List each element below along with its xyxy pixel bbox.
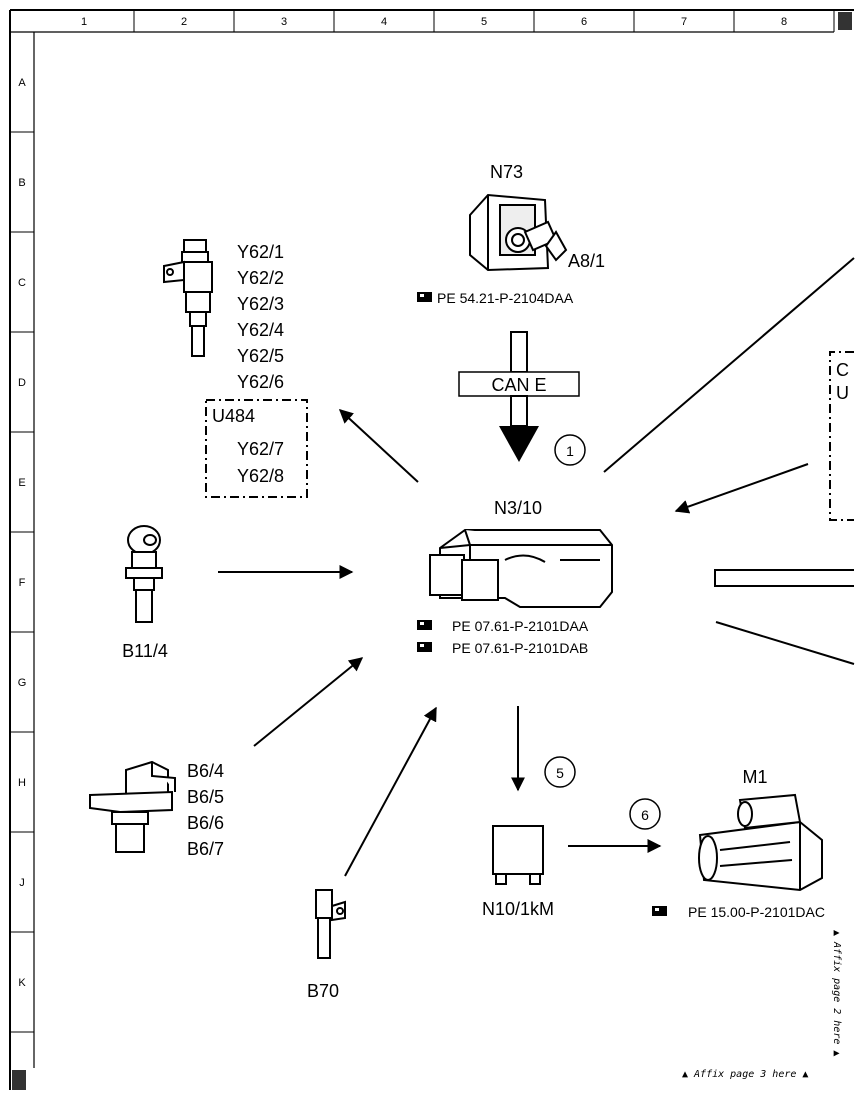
injector-labels: Y62/1 Y62/2 Y62/3 Y62/4 Y62/5 Y62/6: [237, 242, 284, 392]
camshaft-sensor-icon: [89, 760, 176, 853]
bus-bar-to-next-page: [714, 569, 854, 587]
row-label: G: [18, 677, 27, 689]
marker: 1: [554, 434, 586, 466]
row-label: H: [18, 777, 26, 789]
ecu-label: N3/10: [494, 498, 542, 518]
row-label: J: [19, 877, 25, 889]
can-e-box: [458, 371, 580, 397]
b11-4-label: B11/4: [122, 641, 168, 661]
camshaft-sensor-labels: B6/4 B6/5 B6/6 B6/7: [187, 761, 224, 859]
arrow-from-b70: [344, 706, 437, 877]
row-label: C: [18, 277, 26, 289]
reference-icon: [417, 642, 432, 652]
column-labels: 1 2 3 4 5 6 7 8: [81, 16, 787, 28]
corner-mark-icon: [12, 1070, 26, 1090]
arrow-to-injectors: [338, 409, 419, 483]
starter-motor-icon: [698, 793, 823, 892]
col-label: 5: [481, 16, 487, 28]
fuel-injector-icon: [163, 239, 213, 357]
relay-icon: [492, 825, 544, 885]
line-to-next-page: [603, 257, 855, 473]
affix-page-2-note: ▲ Affix page 2 here ▲: [831, 930, 842, 1056]
reference-icon: [652, 906, 667, 916]
row-label: K: [18, 977, 26, 989]
can-bus-shaft: [510, 395, 528, 427]
camshaft-sensor-label: B6/6: [187, 813, 224, 833]
ecu-ref: PE 07.61-P-2101DAB: [452, 640, 588, 656]
a8-1-label: A8/1: [568, 251, 605, 271]
col-label: 8: [781, 16, 787, 28]
u484-label: U484: [212, 406, 255, 426]
n10-label: N10/1kM: [482, 899, 554, 919]
row-label: B: [18, 177, 25, 189]
svg-text:6: 6: [641, 807, 649, 823]
corner-mark-icon: [838, 12, 852, 30]
col-label: 2: [181, 16, 187, 28]
col-label: 4: [381, 16, 387, 28]
col-label: 3: [281, 16, 287, 28]
camshaft-sensor-label: B6/5: [187, 787, 224, 807]
injector-label: Y62/3: [237, 294, 284, 314]
row-label: D: [18, 377, 26, 389]
injector-label: Y62/5: [237, 346, 284, 366]
row-labels: A B C D E F G H J K: [18, 77, 27, 989]
can-bus-shaft: [510, 331, 528, 373]
injector-label: Y62/4: [237, 320, 284, 340]
col-label: 7: [681, 16, 687, 28]
col-label: 6: [581, 16, 587, 28]
reference-icon: [417, 620, 432, 630]
engine-control-unit-icon: [429, 529, 613, 608]
partial-box-label: U: [836, 383, 849, 403]
frame: [9, 9, 854, 1090]
row-label: F: [19, 577, 26, 589]
injector-label: Y62/7: [237, 439, 284, 459]
row-label: A: [18, 77, 26, 89]
crankshaft-sensor-icon: [315, 889, 346, 959]
partial-box-label: C: [836, 360, 849, 380]
svg-text:5: 5: [556, 765, 564, 781]
camshaft-sensor-label: B6/7: [187, 839, 224, 859]
svg-text:1: 1: [566, 443, 574, 459]
n73-label: N73: [490, 162, 523, 182]
row-label: E: [18, 477, 25, 489]
col-label: 1: [81, 16, 87, 28]
temperature-sensor-icon: [125, 525, 163, 623]
affix-page-3-note: ▲ Affix page 3 here ▲: [682, 1069, 808, 1080]
reference-icon: [417, 292, 432, 302]
partial-module-box: [829, 351, 854, 521]
line-to-next-page: [715, 621, 855, 665]
m1-ref: PE 15.00-P-2101DAC: [688, 904, 825, 920]
ignition-lock-icon: [469, 193, 568, 272]
injector-label: Y62/2: [237, 268, 284, 288]
a8-1-ref: PE 54.21-P-2104DAA: [437, 290, 574, 306]
marker: 6: [629, 798, 661, 830]
camshaft-sensor-label: B6/4: [187, 761, 224, 781]
u484-box: [205, 399, 308, 498]
arrow-from-right: [674, 463, 809, 514]
ecu-ref: PE 07.61-P-2101DAA: [452, 618, 589, 634]
marker: 5: [544, 756, 576, 788]
injector-label: Y62/8: [237, 466, 284, 486]
can-bus-arrow-icon: [499, 426, 539, 462]
can-e-label: CAN E: [491, 375, 546, 395]
arrow-from-b6: [253, 657, 364, 747]
signal-connections: [218, 257, 855, 877]
injector-label: Y62/6: [237, 372, 284, 392]
injector-label: Y62/1: [237, 242, 284, 262]
m1-label: M1: [742, 767, 767, 787]
b70-label: B70: [307, 981, 339, 1001]
